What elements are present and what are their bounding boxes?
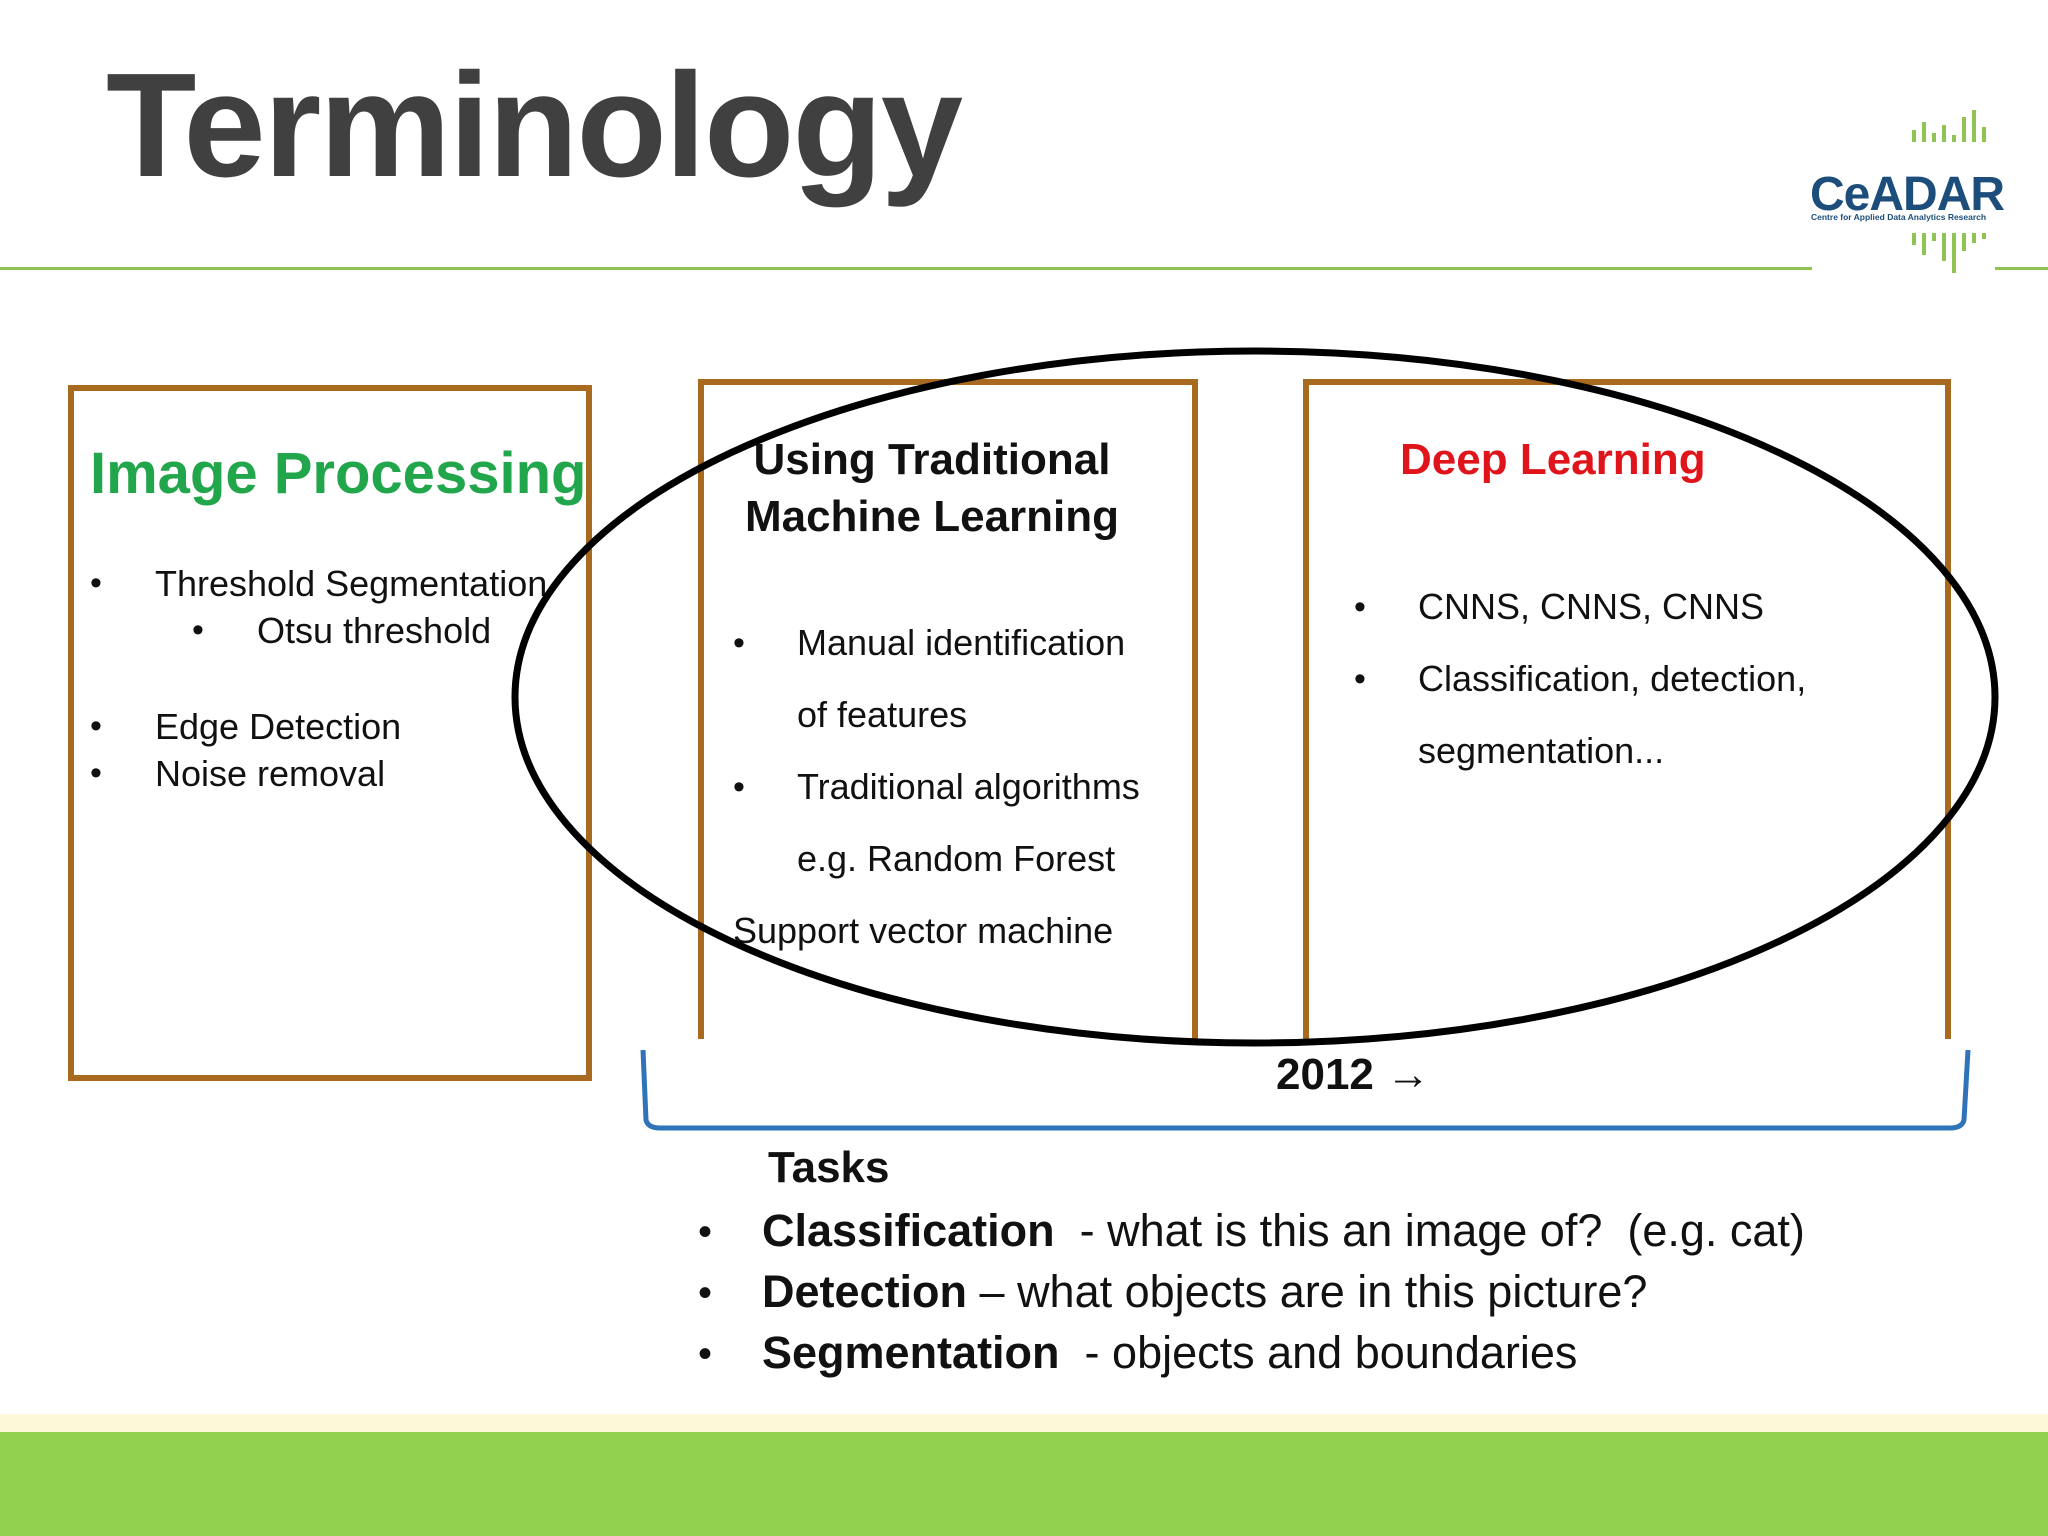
logo-wordmark: CeADAR bbox=[1810, 168, 2005, 221]
ip-item-threshold: Threshold Segmentation bbox=[155, 563, 548, 604]
bullet-icon: • bbox=[733, 624, 745, 662]
slide-title: Terminology bbox=[106, 43, 963, 208]
bullet-icon: • bbox=[90, 754, 102, 792]
task-desc: – what objects are in this picture? bbox=[967, 1266, 1648, 1317]
tml-item-algorithms-line2: e.g. Random Forest bbox=[797, 838, 1116, 879]
dl-item-cnns: CNNS, CNNS, CNNS bbox=[1418, 586, 1765, 627]
title-divider-right bbox=[1995, 267, 2048, 270]
task-term: Segmentation bbox=[762, 1327, 1060, 1378]
bullet-icon: • bbox=[1354, 588, 1366, 626]
dl-item-tasks-line1: Classification, detection, bbox=[1418, 658, 1807, 699]
bullet-icon: • bbox=[90, 707, 102, 745]
logo-subtitle: Centre for Applied Data Analytics Resear… bbox=[1811, 212, 1987, 222]
dl-item-tasks-line2: segmentation... bbox=[1418, 730, 1665, 771]
task-term: Detection bbox=[762, 1266, 968, 1317]
ip-item-edge: Edge Detection bbox=[155, 706, 402, 747]
task-desc: - what is this an image of? (e.g. cat) bbox=[1054, 1205, 1805, 1256]
traditional-ml-title-line1: Using Traditional bbox=[753, 435, 1111, 484]
task-term: Classification bbox=[762, 1205, 1055, 1256]
tml-item-manual-line2: of features bbox=[797, 694, 968, 735]
bullet-icon: • bbox=[698, 1271, 713, 1315]
bullet-icon: • bbox=[192, 611, 204, 649]
tml-item-manual-line1: Manual identification bbox=[797, 622, 1126, 663]
year-label: 2012 → bbox=[1276, 1050, 1431, 1099]
ip-item-otsu: Otsu threshold bbox=[257, 610, 492, 651]
bullet-icon: • bbox=[698, 1210, 713, 1254]
image-processing-title: Image Processing bbox=[90, 441, 587, 506]
bullet-icon: • bbox=[90, 564, 102, 602]
task-detection: Detection – what objects are in this pic… bbox=[762, 1266, 1647, 1318]
footer-bar bbox=[0, 1432, 2048, 1536]
bullet-icon: • bbox=[1354, 660, 1366, 698]
ceadar-logo-icon bbox=[1912, 110, 1986, 273]
task-segmentation: Segmentation - objects and boundaries bbox=[762, 1327, 1577, 1379]
deep-learning-title: Deep Learning bbox=[1400, 435, 1706, 484]
task-classification: Classification - what is this an image o… bbox=[762, 1205, 1805, 1257]
traditional-ml-title: Using Traditional Machine Learning bbox=[732, 431, 1132, 545]
footer-strip bbox=[0, 1414, 2048, 1432]
ip-item-noise: Noise removal bbox=[155, 753, 386, 794]
bullet-icon: • bbox=[698, 1332, 713, 1376]
tml-item-algorithms-line3: Support vector machine bbox=[733, 910, 1114, 951]
task-desc: - objects and boundaries bbox=[1059, 1327, 1578, 1378]
tasks-title: Tasks bbox=[768, 1143, 890, 1192]
bullet-icon: • bbox=[733, 768, 745, 806]
traditional-ml-title-line2: Machine Learning bbox=[744, 492, 1120, 542]
title-divider bbox=[0, 267, 1812, 270]
tml-item-algorithms-line1: Traditional algorithms bbox=[797, 766, 1140, 807]
